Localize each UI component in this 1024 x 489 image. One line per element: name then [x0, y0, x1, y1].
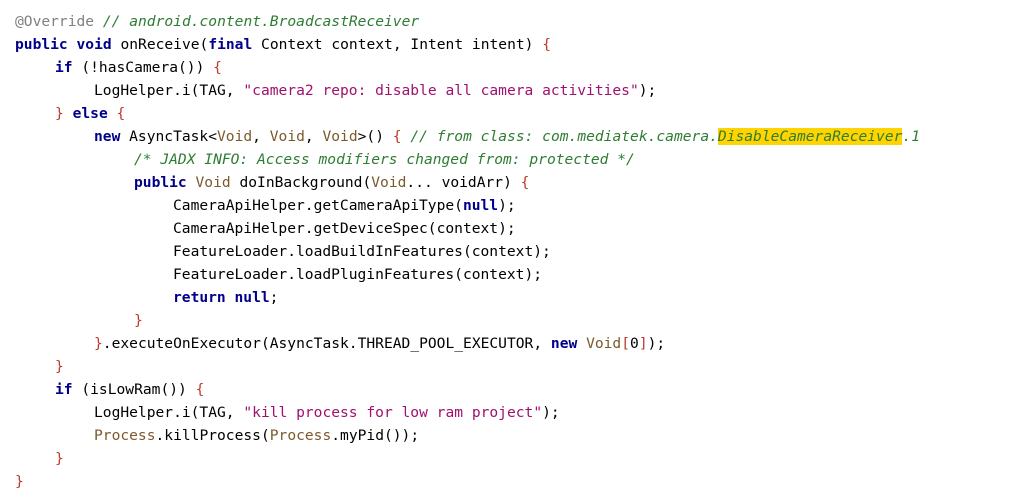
code-line-2: public void onReceive(final Context cont… [0, 33, 1024, 56]
code-line-10: CameraApiHelper.getDeviceSpec(context); [0, 217, 1024, 240]
brace: } [134, 312, 143, 329]
keyword: new [550, 335, 578, 352]
type-name: Void [269, 128, 305, 145]
brace: ] [638, 335, 648, 352]
code-text: doInBackground( [230, 174, 372, 191]
type-name: Void [322, 128, 358, 145]
brace: { [520, 174, 530, 191]
search-highlight: DisableCameraReceiver [717, 128, 903, 145]
code-text: (isLowRam()) [72, 381, 196, 398]
code-text: , [252, 128, 270, 145]
code-line-4: LogHelper.i(TAG, "camera2 repo: disable … [0, 79, 1024, 102]
code-line-5: } else { [0, 102, 1024, 125]
code-text: ); [638, 82, 657, 99]
keyword: null [462, 197, 499, 214]
keyword: final [208, 36, 253, 53]
code-text: , [304, 128, 323, 145]
code-text: onReceive( [111, 36, 209, 53]
code-text: ); [498, 197, 516, 214]
brace: } [55, 358, 64, 375]
type-name: Process [269, 427, 332, 444]
code-line-20: } [0, 447, 1024, 470]
keyword: void [76, 36, 112, 53]
string-literal: "kill process for low ram project" [243, 404, 543, 421]
code-line-1: @Override // android.content.BroadcastRe… [0, 10, 1024, 33]
code-comment: /* JADX INFO: Access modifiers changed f… [134, 151, 635, 168]
brace: } [15, 473, 24, 489]
annotation: @Override [15, 13, 95, 30]
type-name: Process [94, 427, 156, 444]
brace: { [542, 36, 552, 53]
type-name: Void [217, 128, 253, 145]
code-text: FeatureLoader.loadPluginFeatures(context… [173, 266, 543, 283]
type-name: Void [586, 335, 622, 352]
code-line-8: public Void doInBackground(Void... voidA… [0, 171, 1024, 194]
code-line-19: Process.killProcess(Process.myPid()); [0, 424, 1024, 447]
code-line-14: } [0, 309, 1024, 332]
brace: { [116, 105, 126, 122]
code-text: ); [542, 404, 560, 421]
code-line-3: if (!hasCamera()) { [0, 56, 1024, 79]
code-line-18: LogHelper.i(TAG, "kill process for low r… [0, 401, 1024, 424]
code-text: FeatureLoader.loadBuildInFeatures(contex… [173, 243, 551, 260]
keyword: null [234, 289, 270, 306]
brace: [ [621, 335, 631, 352]
type-name: Void [195, 174, 231, 191]
brace: } [94, 335, 103, 352]
code-line-21: } [0, 470, 1024, 489]
code-text: LogHelper.i(TAG, [94, 82, 244, 99]
code-text: ); [647, 335, 666, 352]
code-line-13: return null; [0, 286, 1024, 309]
code-text: CameraApiHelper.getCameraApiType( [173, 197, 463, 214]
code-text: LogHelper.i(TAG, [94, 404, 244, 421]
code-text: .killProcess( [155, 427, 270, 444]
code-text: .executeOnExecutor(AsyncTask.THREAD_POOL… [102, 335, 551, 352]
code-text: >() [357, 128, 393, 145]
code-line-15: }.executeOnExecutor(AsyncTask.THREAD_POO… [0, 332, 1024, 355]
code-line-9: CameraApiHelper.getCameraApiType(null); [0, 194, 1024, 217]
code-line-11: FeatureLoader.loadBuildInFeatures(contex… [0, 240, 1024, 263]
code-text: .myPid()); [331, 427, 420, 444]
keyword: public [134, 174, 187, 191]
brace: } [55, 450, 64, 467]
code-line-7: /* JADX INFO: Access modifiers changed f… [0, 148, 1024, 171]
code-comment: // android.content.BroadcastReceiver [94, 13, 420, 30]
string-literal: "camera2 repo: disable all camera activi… [243, 82, 639, 99]
code-line-17: if (isLowRam()) { [0, 378, 1024, 401]
code-text: ; [269, 289, 279, 306]
code-line-16: } [0, 355, 1024, 378]
type-name: Void [371, 174, 407, 191]
code-text: AsyncTask< [120, 128, 218, 145]
code-text: (!hasCamera()) [72, 59, 214, 76]
keyword: if [55, 59, 73, 76]
code-text: 0 [630, 335, 639, 352]
code-comment: .1 [902, 128, 920, 145]
brace: { [392, 128, 402, 145]
keyword: public [15, 36, 68, 53]
code-text: CameraApiHelper.getDeviceSpec(context); [173, 220, 516, 237]
brace: { [213, 59, 222, 76]
code-line-6: new AsyncTask<Void, Void, Void>() { // f… [0, 125, 1024, 148]
keyword: new [94, 128, 121, 145]
keyword: else [72, 105, 108, 122]
code-line-12: FeatureLoader.loadPluginFeatures(context… [0, 263, 1024, 286]
brace: } [55, 105, 64, 122]
brace: { [195, 381, 205, 398]
code-text: ... voidArr) [406, 174, 521, 191]
keyword: if [55, 381, 73, 398]
code-comment: // from class: com.mediatek.camera. [401, 128, 718, 145]
keyword: return [173, 289, 226, 306]
code-text: Context context, Intent intent) [252, 36, 543, 53]
